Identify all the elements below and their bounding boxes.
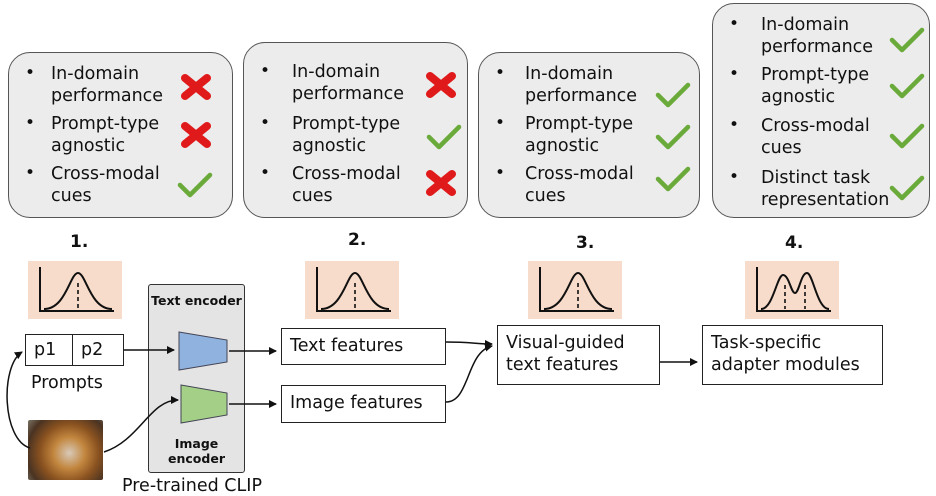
panel-3-item-2: Prompt-type agnostic	[525, 114, 634, 156]
panel-4-item-4: Distinct task representation	[761, 168, 890, 210]
panel-1: • In-domain performance • Prompt-type ag…	[8, 52, 233, 218]
image-features-box: Image features	[281, 385, 446, 423]
bullet: •	[495, 163, 506, 183]
text-encoder-label: Text encoder	[151, 293, 242, 308]
check-icon	[889, 175, 925, 201]
check-icon	[889, 27, 925, 53]
distribution-icon-2	[305, 261, 399, 319]
bullet: •	[729, 115, 740, 135]
check-icon	[655, 82, 691, 108]
check-icon	[889, 123, 925, 149]
panel-3: • In-domain performance • Prompt-type ag…	[478, 52, 700, 218]
distribution-icon-3	[528, 261, 622, 319]
panel-2: • In-domain performance • Prompt-type ag…	[243, 42, 468, 218]
bullet: •	[729, 14, 740, 34]
clip-container	[148, 284, 245, 473]
panel-4-item-3: Cross-modal cues	[761, 116, 870, 158]
panel-2-item-1: In-domain performance	[292, 62, 405, 104]
bimodal-distribution-icon	[745, 261, 839, 319]
clip-label: Pre-trained CLIP	[122, 476, 262, 496]
cross-icon	[181, 74, 211, 100]
dog-image	[28, 420, 103, 480]
step-number-3: 3.	[576, 233, 595, 253]
panel-3-item-1: In-domain performance	[525, 64, 638, 106]
panel-4-item-2: Prompt-type agnostic	[761, 65, 870, 107]
panel-3-item-3: Cross-modal cues	[525, 164, 634, 206]
panel-1-item-3: Cross-modal cues	[51, 164, 160, 206]
distribution-icon-1	[28, 261, 122, 319]
image-encoder-label: Image encoder	[168, 436, 225, 466]
bullet: •	[25, 63, 36, 83]
step-number-2: 2.	[348, 230, 367, 250]
panel-1-item-1: In-domain performance	[51, 64, 164, 106]
check-icon	[655, 124, 691, 150]
prompts-label: Prompts	[31, 373, 103, 393]
check-icon	[889, 73, 925, 99]
step-number-4: 4.	[785, 233, 804, 253]
prompt-p1-box: p1	[25, 334, 74, 366]
bullet: •	[495, 113, 506, 133]
bullet: •	[260, 61, 271, 81]
bullet: •	[25, 163, 36, 183]
check-icon	[177, 172, 213, 198]
bullet: •	[25, 113, 36, 133]
cross-icon	[181, 122, 211, 148]
bullet: •	[495, 63, 506, 83]
task-specific-adapter-box: Task-specific adapter modules	[702, 325, 883, 385]
prompt-p2-box: p2	[72, 334, 124, 366]
bullet: •	[260, 113, 271, 133]
panel-4-item-1: In-domain performance	[761, 15, 874, 57]
panel-1-item-2: Prompt-type agnostic	[51, 114, 160, 156]
step-number-1: 1.	[70, 232, 89, 252]
cross-icon	[426, 170, 456, 196]
panel-4: • In-domain performance • Prompt-type ag…	[712, 3, 930, 218]
text-encoder-shape	[178, 331, 228, 371]
image-encoder-shape	[180, 384, 228, 424]
check-icon	[426, 124, 462, 150]
bullet: •	[729, 167, 740, 187]
bullet: •	[260, 163, 271, 183]
panel-2-item-2: Prompt-type agnostic	[292, 114, 401, 156]
visual-guided-text-features-box: Visual-guided text features	[497, 325, 660, 385]
bullet: •	[729, 64, 740, 84]
check-icon	[655, 166, 691, 192]
text-features-box: Text features	[281, 328, 446, 365]
panel-2-item-3: Cross-modal cues	[292, 164, 401, 206]
cross-icon	[426, 72, 456, 98]
